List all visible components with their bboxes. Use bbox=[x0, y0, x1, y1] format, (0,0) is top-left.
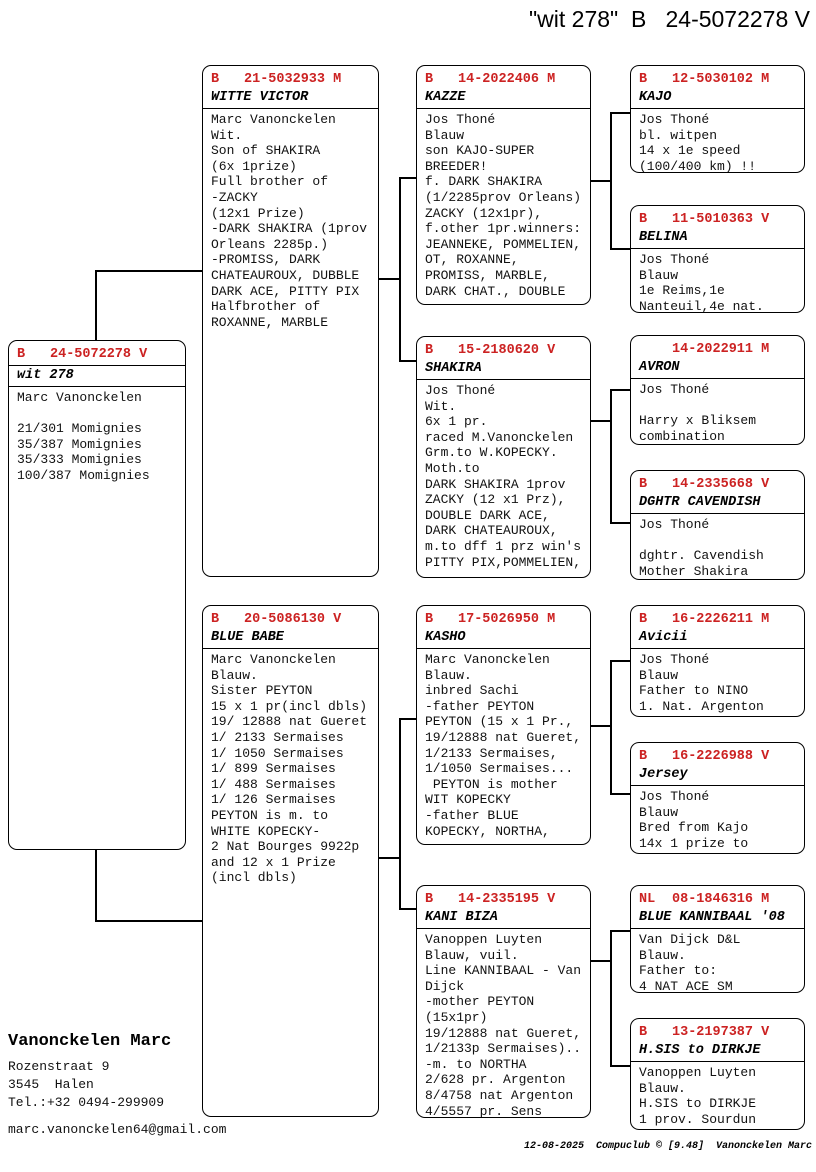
bird-name: H.SIS to DIRKJE bbox=[631, 1041, 804, 1062]
bird-name: BLUE KANNIBAAL '08 bbox=[631, 908, 804, 929]
bird-details: Jos Thoné Harry x Bliksem combination bbox=[639, 382, 757, 444]
connector-line bbox=[610, 389, 612, 523]
connector-line bbox=[610, 248, 630, 250]
connector-line bbox=[399, 360, 416, 362]
connector-line bbox=[379, 857, 399, 859]
owner-email: marc.vanonckelen64@gmail.com bbox=[8, 1122, 227, 1137]
bird-name: WITTE VICTOR bbox=[203, 88, 378, 109]
connector-line bbox=[399, 718, 401, 909]
bird-details: Jos Thoné Blauw Father to NINO 1. Nat. A… bbox=[639, 652, 764, 714]
page-title: "wit 278" B 24-5072278 V bbox=[528, 6, 810, 32]
bird-details: Marc Vanonckelen Wit. Son of SHAKIRA (6x… bbox=[211, 112, 368, 330]
connector-line bbox=[399, 177, 401, 361]
connector-line bbox=[610, 1065, 630, 1067]
bird-name: DGHTR CAVENDISH bbox=[631, 493, 804, 514]
connector-line bbox=[95, 850, 97, 921]
bird-name: BLUE BABE bbox=[203, 628, 378, 649]
connector-line bbox=[610, 930, 630, 932]
bird-details: Marc Vanonckelen 21/301 Momignies 35/387… bbox=[17, 390, 150, 483]
connector-line bbox=[399, 718, 416, 720]
bird-name: KAJO bbox=[631, 88, 804, 109]
connector-line bbox=[95, 920, 203, 922]
bird-details: Marc Vanonckelen Blauw. inbred Sachi -fa… bbox=[425, 652, 582, 839]
bird-details: Jos Thoné Wit. 6x 1 pr. raced M.Vanoncke… bbox=[425, 383, 582, 570]
connector-line bbox=[95, 270, 203, 272]
connector-line bbox=[379, 278, 399, 280]
bird-name: Avicii bbox=[631, 628, 804, 649]
connector-line bbox=[610, 660, 630, 662]
connector-line bbox=[610, 112, 612, 249]
bird-name: wit 278 bbox=[9, 366, 185, 387]
connector-line bbox=[610, 793, 630, 795]
bird-details: Van Dijck D&L Blauw. Father to: 4 NAT AC… bbox=[639, 932, 741, 993]
connector-line bbox=[399, 177, 416, 179]
bird-details: Marc Vanonckelen Blauw. Sister PEYTON 15… bbox=[211, 652, 368, 886]
bird-name: KAZZE bbox=[417, 88, 590, 109]
bird-details: Jos Thoné Blauw son KAJO-SUPER BREEDER! … bbox=[425, 112, 582, 299]
bird-name: Jersey bbox=[631, 765, 804, 786]
connector-line bbox=[591, 725, 610, 727]
ring-number: 14-2022911 M bbox=[672, 342, 770, 357]
bird-name: KANI BIZA bbox=[417, 908, 590, 929]
connector-line bbox=[610, 522, 630, 524]
bird-details: Jos Thoné bl. witpen 14 x 1e speed (100/… bbox=[639, 112, 757, 173]
bird-details: Jos Thoné Blauw 1e Reims,1e Nanteuil,4e … bbox=[639, 252, 764, 313]
bird-name: SHAKIRA bbox=[417, 359, 590, 380]
owner-name: Vanonckelen Marc bbox=[8, 1032, 172, 1051]
connector-line bbox=[610, 389, 630, 391]
connector-line bbox=[610, 930, 612, 1066]
pedigree-box-avron: 14-2022911 M AVRON Jos Thoné Harry x Bli… bbox=[630, 335, 805, 445]
software-credits: 12-08-2025 Compuclub © [9.48] Vanonckele… bbox=[523, 1141, 812, 1152]
bird-details: Vanoppen Luyten Blauw. H.SIS to DIRKJE 1… bbox=[639, 1065, 757, 1127]
bird-name: BELINA bbox=[631, 228, 804, 249]
connector-line bbox=[591, 960, 610, 962]
bird-details: Jos Thoné Blauw Bred from Kajo 14x 1 pri… bbox=[639, 789, 749, 851]
connector-line bbox=[399, 908, 416, 910]
bird-details: Jos Thoné dghtr. Cavendish Mother Shakir… bbox=[639, 517, 764, 579]
connector-line bbox=[591, 180, 610, 182]
connector-line bbox=[610, 660, 612, 794]
bird-name: AVRON bbox=[631, 358, 804, 379]
owner-address: Rozenstraat 9 3545 Halen Tel.:+32 0494-2… bbox=[8, 1059, 165, 1110]
connector-line bbox=[95, 270, 97, 340]
bird-name: KASHO bbox=[417, 628, 590, 649]
connector-line bbox=[610, 112, 630, 114]
bird-details: Vanoppen Luyten Blauw, vuil. Line KANNIB… bbox=[425, 932, 582, 1118]
connector-line bbox=[591, 420, 610, 422]
